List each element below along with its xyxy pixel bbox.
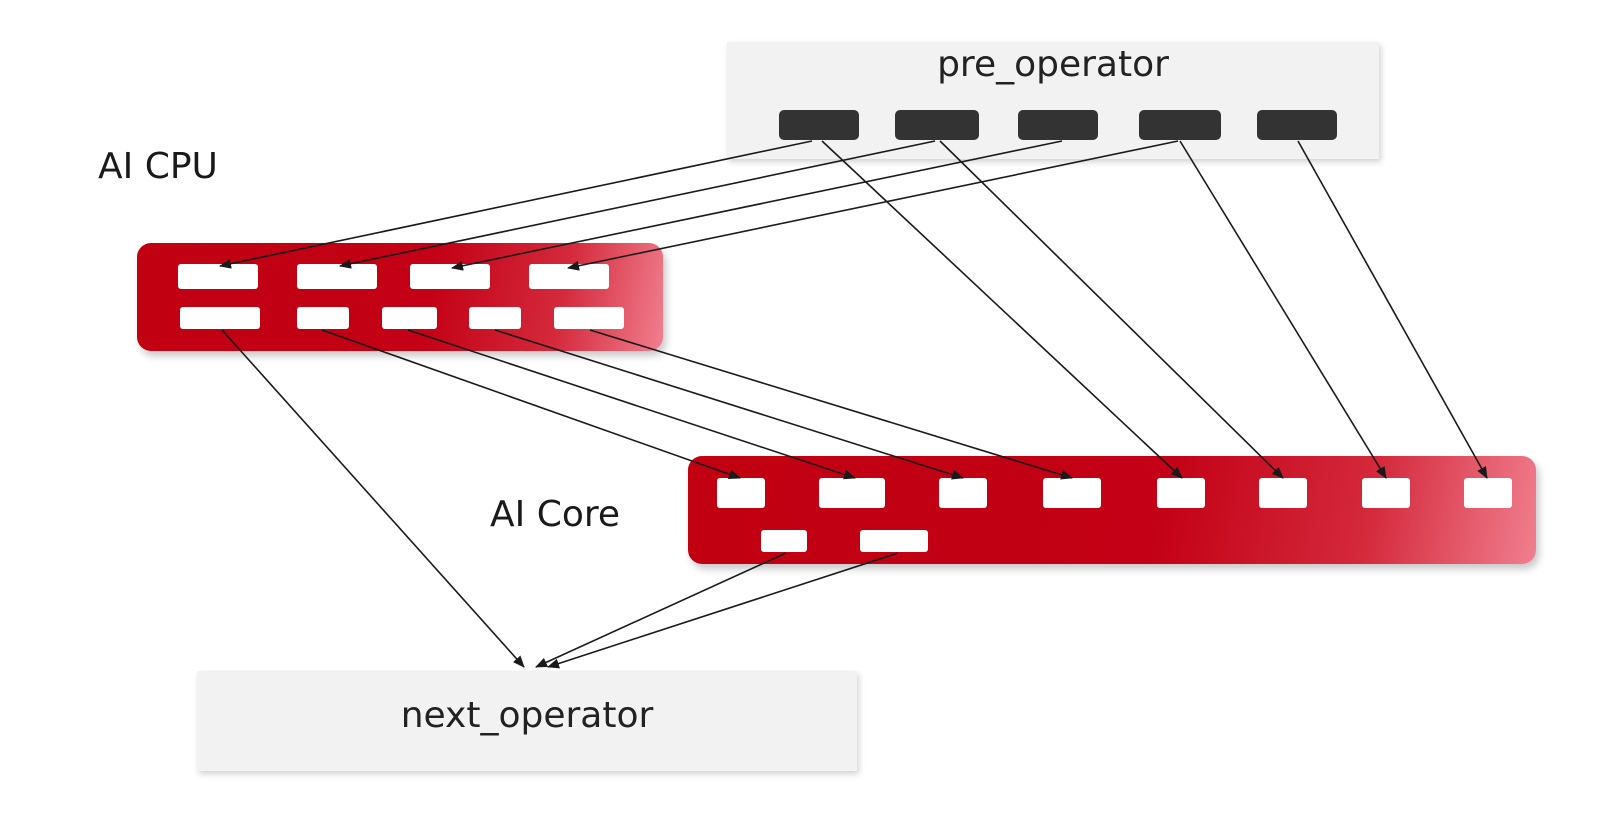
next-operator-node: next_operator [197, 671, 857, 771]
ai-cpu-output-port-4 [469, 307, 521, 329]
ai-cpu-input-port-1 [178, 264, 258, 289]
edge-pre3-to-cpu-in3 [451, 140, 1063, 271]
ai-core-node [688, 456, 1536, 564]
edge-core-out1-to-next [535, 552, 787, 668]
ai-cpu-input-port-2 [297, 264, 377, 289]
ai-core-input-port-4 [1043, 478, 1101, 508]
edge-pre5-to-core-in8 [1297, 140, 1488, 479]
pre-operator-output-port-3 [1018, 110, 1098, 140]
ai-core-input-port-1 [717, 478, 765, 508]
ai-core-output-port-2 [860, 530, 928, 552]
ai-core-label: AI Core [490, 494, 621, 535]
ai-cpu-input-port-3 [410, 264, 490, 289]
pre-operator-output-port-1 [779, 110, 859, 140]
ai-cpu-label: AI CPU [98, 146, 218, 187]
edge-pre4-to-cpu-in4 [567, 140, 1179, 271]
edge-cpu-out3-to-core-in2 [407, 329, 856, 480]
ai-cpu-output-port-2 [297, 307, 349, 329]
ai-cpu-output-port-3 [382, 307, 437, 329]
pre-operator-label: pre_operator [937, 44, 1169, 85]
ai-core-input-port-2 [819, 478, 885, 508]
edge-cpu-out4-to-core-in3 [494, 329, 964, 480]
pre-operator-node: pre_operator [727, 42, 1379, 159]
edge-pre1-to-core-in5 [821, 140, 1183, 479]
edge-pre2-to-core-in6 [939, 140, 1284, 479]
pre-operator-output-port-2 [895, 110, 979, 140]
ai-core-input-port-8 [1464, 478, 1512, 508]
ai-cpu-output-port-5 [554, 307, 624, 329]
edge-core-out2-to-next [547, 552, 899, 669]
edge-pre4-to-core-in7 [1179, 140, 1387, 479]
pre-operator-output-port-4 [1139, 110, 1221, 140]
ai-core-input-port-3 [939, 478, 987, 508]
edge-cpu-out5-to-core-in4 [589, 329, 1073, 480]
pre-operator-output-port-5 [1257, 110, 1337, 140]
edge-pre2-to-cpu-in2 [339, 140, 936, 269]
edge-cpu-out2-to-core-in1 [321, 329, 741, 480]
ai-core-output-port-1 [761, 530, 807, 552]
ai-cpu-output-port-1 [180, 307, 260, 329]
ai-core-input-port-5 [1157, 478, 1205, 508]
edge-pre1-to-cpu-in1 [219, 140, 813, 269]
ai-core-input-port-7 [1362, 478, 1410, 508]
edge-cpu-out1-to-next [221, 329, 525, 668]
ai-core-input-port-6 [1259, 478, 1307, 508]
next-operator-label: next_operator [400, 695, 654, 736]
